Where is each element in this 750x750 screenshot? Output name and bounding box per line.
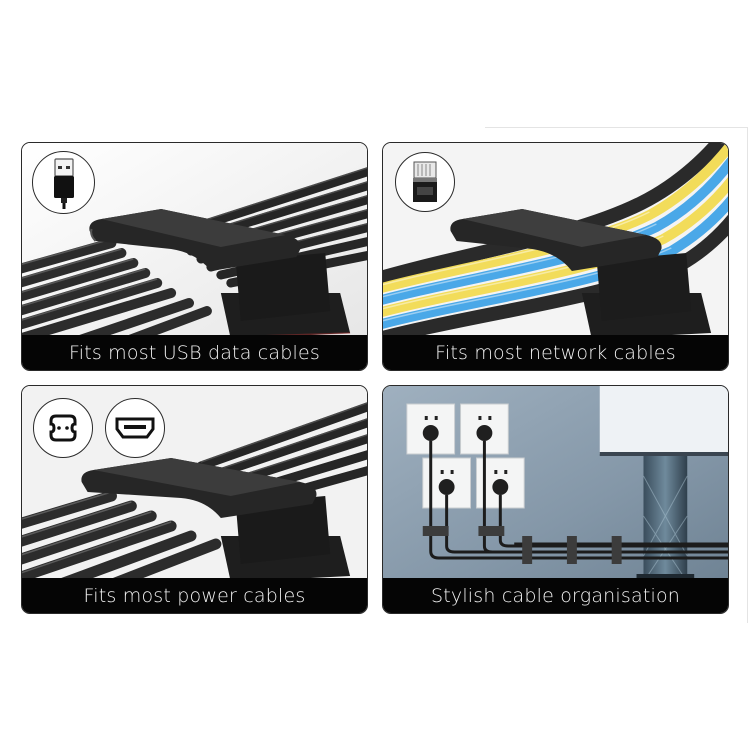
decorative-frame-line — [747, 127, 748, 623]
panel-caption: Fits most power cables — [22, 578, 367, 613]
feature-panel-organisation: Stylish cable organisation — [382, 385, 729, 614]
panel-caption: Fits most network cables — [383, 335, 728, 370]
usb-cables-clip-image — [22, 143, 367, 339]
ethernet-rj45-icon — [395, 152, 455, 212]
power-socket-icon — [33, 398, 93, 458]
decorative-frame-line — [485, 127, 748, 128]
feature-panel-network: Fits most network cables — [382, 142, 729, 371]
feature-panel-usb: Fits most USB data cables — [21, 142, 368, 371]
panel-caption: Stylish cable organisation — [383, 578, 728, 613]
wall-sockets-organised-cables-image — [383, 386, 728, 582]
panel-caption: Fits most USB data cables — [22, 335, 367, 370]
hdmi-port-icon — [105, 398, 165, 458]
usb-plug-icon — [32, 151, 95, 214]
feature-panel-power: Fits most power cables — [21, 385, 368, 614]
